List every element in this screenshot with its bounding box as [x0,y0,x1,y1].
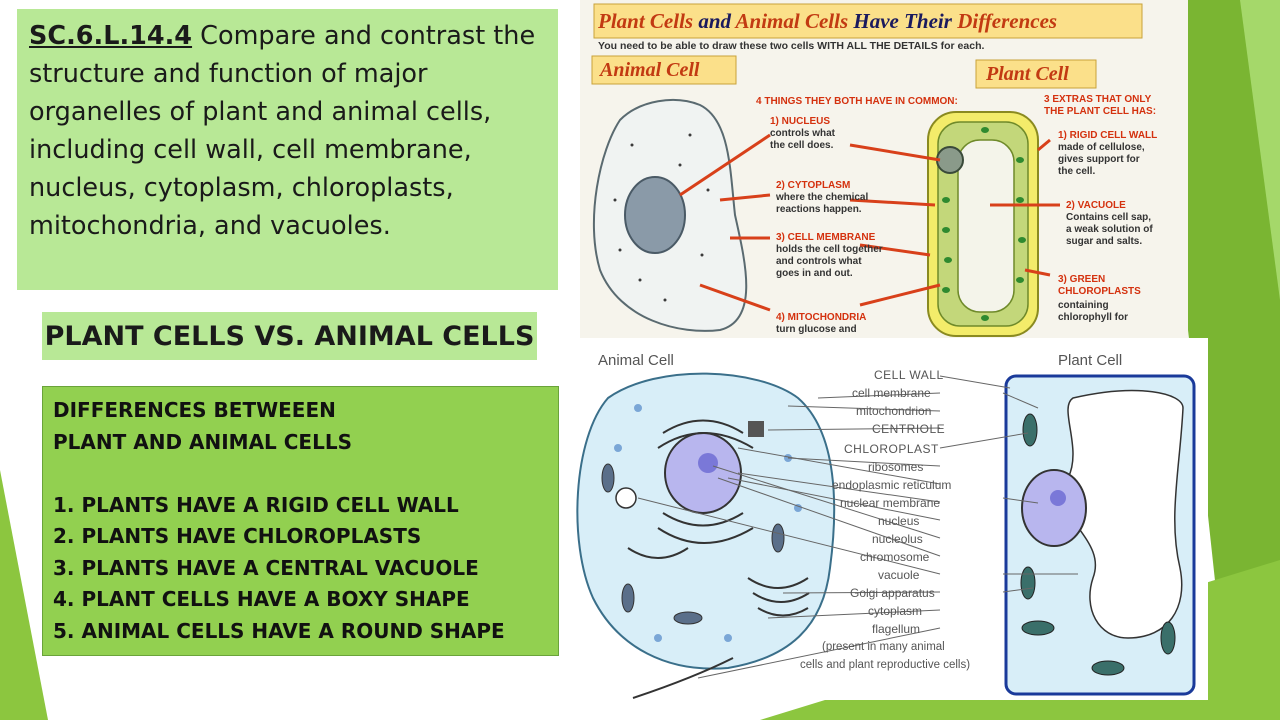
common-2-line-1: where the chemical [776,192,869,203]
common-4-line-1: turn glucose and [776,324,857,335]
extra-3-line-3: chlorophyll for [1058,312,1128,323]
difference-item-2: 2. PLANTS HAVE CHLOROPLASTS [53,524,422,548]
differences-heading-line-1: DIFFERENCES BETWEEEN [53,398,336,422]
animal-nucleus [624,176,686,254]
label-centriole: CENTRIOLE [872,422,946,436]
common-3-line-3: goes in and out. [776,268,853,279]
common-4-title: 4) MITOCHONDRIA [776,312,867,323]
extra-3-line-2: containing [1058,300,1109,311]
label-cell-wall: CELL WALL [874,368,944,382]
plant-nucleus-b [1021,469,1087,547]
right-accent-light [1240,0,1280,300]
extra-2-line-1: Contains cell sap, [1066,212,1152,223]
heading-have: Have Their [848,9,958,33]
slide-title: PLANT CELLS VS. ANIMAL CELLS [42,312,537,360]
common-heading: 4 THINGS THEY BOTH HAVE IN COMMON: [756,96,958,107]
common-2-line-2: reactions happen. [776,204,862,215]
standard-description: Compare and contrast the structure and f… [29,21,536,241]
common-3-line-1: holds the cell together [776,244,883,255]
animal-cell-title: Animal Cell [598,352,674,369]
label-flagellum-note-2: cells and plant reproductive cells) [800,659,971,671]
labeled-cell-drawing [576,372,1196,699]
animal-cell-tag: Animal Cell [600,59,700,81]
label-nucleus: nucleus [878,514,920,528]
difference-item-4: 4. PLANT CELLS HAVE A BOXY SHAPE [53,587,470,611]
animal-cell-body [576,372,836,670]
heading-and: and [693,9,736,33]
label-flagellum: flagellum [872,622,921,636]
standard-code: SC.6.L.14.4 [29,21,193,51]
label-golgi-apparatus: Golgi apparatus [850,586,935,600]
label-chromosome: chromosome [860,550,930,564]
heading-part-1: Plant Cells [598,9,694,33]
difference-item-1: 1. PLANTS HAVE A RIGID CELL WALL [53,492,459,517]
common-1-line-1: controls what [770,128,836,139]
differences-spacer [53,458,548,490]
extra-2-line-3: sugar and salts. [1066,236,1143,247]
plant-cell-title: Plant Cell [1058,352,1123,369]
left-accent-shape [0,470,48,720]
diagram-subtitle: You need to be able to draw these two ce… [598,40,985,52]
right-accent-shape [1188,0,1280,720]
common-3-line-2: and controls what [776,256,862,267]
plant-vacuole [957,139,1015,313]
difference-item-5: 5. ANIMAL CELLS HAVE A ROUND SHAPE [53,618,505,643]
label-mitochondrion: mitochondrion [856,404,932,418]
extra-1-line-1: made of cellulose, [1058,142,1145,153]
extra-3-title: 3) GREEN [1058,274,1106,285]
cell-comparison-drawing [591,3,1143,337]
extra-1-line-2: gives support for [1058,154,1140,165]
differences-box: DIFFERENCES BETWEEEN PLANT AND ANIMAL CE… [42,386,559,656]
extra-2-title: 2) VACUOLE [1066,200,1126,211]
common-2-title: 2) CYTOPLASM [776,180,851,191]
common-1-line-2: the cell does. [770,140,834,151]
plant-nucleus [936,146,964,174]
heading-part-2: Animal Cells [735,9,849,33]
extra-1-line-3: the cell. [1058,166,1096,177]
plant-cell-tag: Plant Cell [986,63,1069,85]
common-3-title: 3) CELL MEMBRANE [776,232,876,243]
label-flagellum-note-1: (present in many animal [822,641,945,653]
extras-heading-line-1: 3 EXTRAS THAT ONLY [1044,94,1152,105]
extra-2-line-2: a weak solution of [1066,224,1153,235]
difference-item-3: 3. PLANTS HAVE A CENTRAL VACUOLE [53,555,479,580]
standard-text-box: SC.6.L.14.4 Compare and contrast the str… [17,9,558,290]
label-vacuole: vacuole [878,568,920,582]
heading-part-3: Differences [957,9,1058,33]
label-ribosomes: ribosomes [868,460,924,474]
label-nuclear-membrane: nuclear membrane [840,496,941,510]
label-nucleolus: nucleolus [872,532,923,546]
extra-3-line-1: CHLOROPLASTS [1058,286,1141,297]
label-chloroplast: CHLOROPLAST [844,442,939,456]
label-cell-membrane: cell membrane [852,386,931,400]
diagram-heading: Plant Cells and Animal Cells Have Their … [598,8,1057,34]
label-endoplasmic-reticulum: endoplasmic reticulum [832,478,952,492]
label-cytoplasm: cytoplasm [868,604,923,618]
extras-heading-line-2: THE PLANT CELL HAS: [1044,106,1157,117]
cell-comparison-diagram: Plant Cells and Animal Cells Have Their … [580,0,1188,340]
labeled-cell-diagram: Animal Cell Plant Cell CELL WALL cell me… [568,338,1208,700]
extra-1-title: 1) RIGID CELL WALL [1058,130,1158,141]
common-1-title: 1) NUCLEUS [770,116,831,127]
differences-heading-line-2: PLANT AND ANIMAL CELLS [53,429,352,454]
animal-nucleus-b [664,432,742,514]
